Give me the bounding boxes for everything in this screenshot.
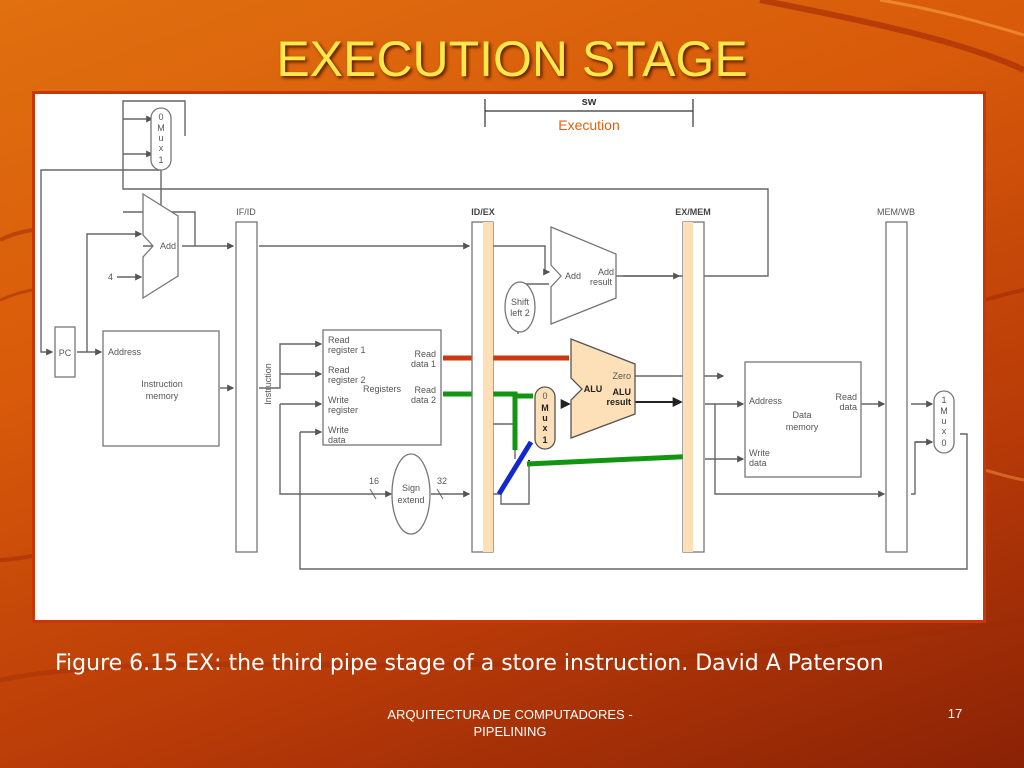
svg-text:Zero: Zero (612, 371, 631, 381)
svg-text:1: 1 (542, 435, 547, 445)
pipeline-register-if-id: IF/ID Instruction (235, 207, 273, 553)
svg-text:data: data (328, 435, 346, 445)
svg-text:register: register (328, 405, 358, 415)
svg-text:data 1: data 1 (411, 359, 436, 369)
instruction-label: sw (582, 96, 597, 108)
svg-text:result: result (590, 277, 613, 287)
svg-text:M: M (940, 406, 948, 416)
svg-text:ALU: ALU (584, 384, 603, 394)
svg-text:x: x (942, 426, 947, 436)
branch-adder: Add Add result (550, 226, 617, 325)
svg-text:Write: Write (328, 425, 349, 435)
svg-text:x: x (542, 423, 547, 433)
pc-adder: Add (142, 192, 179, 300)
svg-text:Write: Write (328, 395, 349, 405)
svg-text:M: M (541, 403, 549, 413)
svg-text:32: 32 (437, 476, 447, 486)
pipeline-register-ex-mem: EX/MEM (675, 207, 711, 553)
svg-text:Add: Add (565, 271, 581, 281)
svg-text:register 2: register 2 (328, 375, 366, 385)
svg-text:memory: memory (786, 422, 819, 432)
svg-text:Read: Read (835, 392, 857, 402)
svg-text:u: u (542, 413, 548, 423)
svg-text:1: 1 (158, 155, 163, 165)
svg-text:0: 0 (542, 391, 547, 401)
register-file: Read register 1 Read register 2 Write re… (322, 329, 442, 446)
shift-left-unit: Shift left 2 (504, 281, 536, 333)
slide-number: 17 (947, 706, 963, 721)
mux-top: 0 M u x 1 (150, 107, 172, 171)
const-four: 4 (108, 272, 113, 282)
svg-text:PC: PC (59, 348, 72, 358)
svg-text:left 2: left 2 (510, 308, 530, 318)
svg-text:extend: extend (397, 495, 424, 505)
slide-footer: ARQUITECTURA DE COMPUTADORES - PIPELININ… (360, 706, 660, 740)
svg-text:Add: Add (160, 241, 176, 251)
pipeline-figure: sw Execution (32, 91, 986, 623)
svg-text:Sign: Sign (402, 483, 420, 493)
store-data-path (526, 453, 700, 467)
svg-text:MEM/WB: MEM/WB (877, 207, 915, 217)
stage-label: Execution (558, 117, 619, 133)
svg-text:Registers: Registers (363, 384, 402, 394)
svg-text:EX/MEM: EX/MEM (675, 207, 711, 217)
svg-text:Read: Read (328, 335, 350, 345)
svg-text:data: data (839, 402, 857, 412)
svg-text:16: 16 (369, 476, 379, 486)
svg-text:data: data (749, 458, 767, 468)
svg-text:register 1: register 1 (328, 345, 366, 355)
pipeline-register-mem-wb: MEM/WB (877, 207, 915, 553)
svg-text:memory: memory (146, 391, 179, 401)
svg-text:Add: Add (598, 267, 614, 277)
footer-line-2: PIPELINING (473, 724, 547, 739)
svg-text:0: 0 (158, 112, 163, 122)
datapath-diagram: sw Execution (40, 96, 968, 570)
pipeline-register-id-ex: ID/EX (471, 207, 495, 553)
figure-caption: Figure 6.15 EX: the third pipe stage of … (55, 651, 884, 676)
svg-text:0: 0 (941, 438, 946, 448)
svg-text:Shift: Shift (511, 297, 530, 307)
svg-text:M: M (157, 123, 165, 133)
svg-text:result: result (606, 397, 631, 407)
sign-extend-unit: Sign extend 16 32 (369, 453, 447, 535)
alu-unit: ALU Zero ALU result (570, 338, 636, 439)
instruction-memory: Address Instruction memory (102, 330, 220, 447)
svg-text:data 2: data 2 (411, 395, 436, 405)
svg-text:Read: Read (328, 365, 350, 375)
mux-writeback: 1 M u x 0 (933, 390, 955, 454)
pc-register: PC (54, 326, 76, 378)
slide-title: EXECUTION STAGE (276, 31, 748, 87)
stage-header: sw Execution (484, 96, 694, 133)
immediate-path (496, 440, 534, 496)
svg-text:1: 1 (941, 395, 946, 405)
svg-text:u: u (158, 133, 163, 143)
svg-text:Instruction: Instruction (141, 379, 183, 389)
svg-text:Address: Address (749, 396, 783, 406)
svg-text:IF/ID: IF/ID (236, 207, 256, 217)
data-memory: Address Data memory Read data Write data (744, 361, 862, 478)
svg-text:Data: Data (792, 410, 811, 420)
svg-text:Read: Read (414, 349, 436, 359)
svg-text:Write: Write (749, 448, 770, 458)
active-paths (443, 355, 700, 496)
svg-text:Read: Read (414, 385, 436, 395)
svg-text:u: u (941, 416, 946, 426)
svg-text:ALU: ALU (613, 387, 632, 397)
svg-text:Instruction: Instruction (263, 363, 273, 405)
svg-text:x: x (159, 143, 164, 153)
svg-text:ID/EX: ID/EX (471, 207, 495, 217)
mux-alu: 0 M u x 1 (534, 386, 556, 450)
svg-text:Address: Address (108, 347, 142, 357)
footer-line-1: ARQUITECTURA DE COMPUTADORES - (387, 707, 633, 722)
